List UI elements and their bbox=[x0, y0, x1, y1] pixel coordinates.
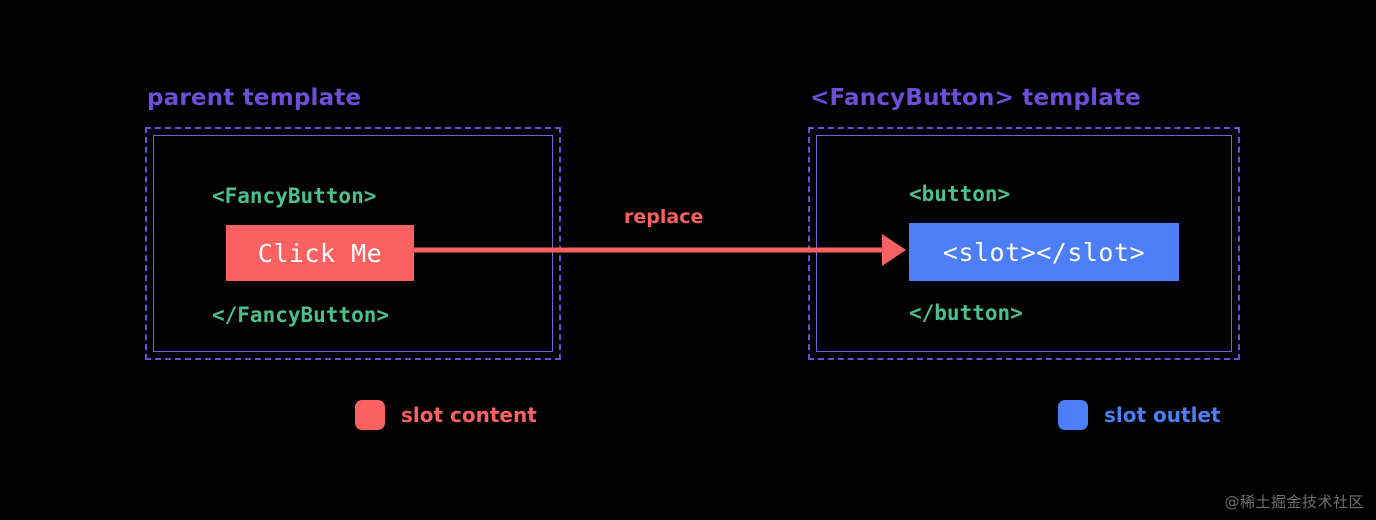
legend-swatch-slot-outlet-icon bbox=[1058, 400, 1088, 430]
code-line-button-close: </button> bbox=[909, 301, 1023, 325]
slot-outlet-chip[interactable]: <slot></slot> bbox=[909, 223, 1179, 281]
slot-content-chip[interactable]: Click Me bbox=[226, 225, 414, 281]
replace-arrow-icon bbox=[398, 234, 906, 266]
fancybutton-template-box: <button> <slot></slot> </button> bbox=[808, 127, 1240, 360]
parent-template-box-inner: <FancyButton> Click Me </FancyButton> bbox=[153, 135, 553, 352]
replace-arrow-label: replace bbox=[624, 206, 704, 228]
code-line-fancybutton-close: </FancyButton> bbox=[212, 303, 390, 327]
panel-title-fancybutton-template: <FancyButton> template bbox=[810, 85, 1141, 111]
legend-label-slot-content: slot content bbox=[401, 403, 537, 427]
parent-template-box: <FancyButton> Click Me </FancyButton> bbox=[145, 127, 561, 360]
legend-swatch-slot-content-icon bbox=[355, 400, 385, 430]
legend-item-slot-content: slot content bbox=[355, 400, 537, 430]
fancybutton-template-box-inner: <button> <slot></slot> </button> bbox=[816, 135, 1232, 352]
code-line-fancybutton-open: <FancyButton> bbox=[212, 184, 377, 208]
code-line-button-open: <button> bbox=[909, 182, 1011, 206]
panel-title-parent-template: parent template bbox=[147, 85, 362, 111]
legend-label-slot-outlet: slot outlet bbox=[1104, 403, 1221, 427]
watermark: @稀土掘金技术社区 bbox=[1224, 493, 1364, 511]
legend-item-slot-outlet: slot outlet bbox=[1058, 400, 1221, 430]
